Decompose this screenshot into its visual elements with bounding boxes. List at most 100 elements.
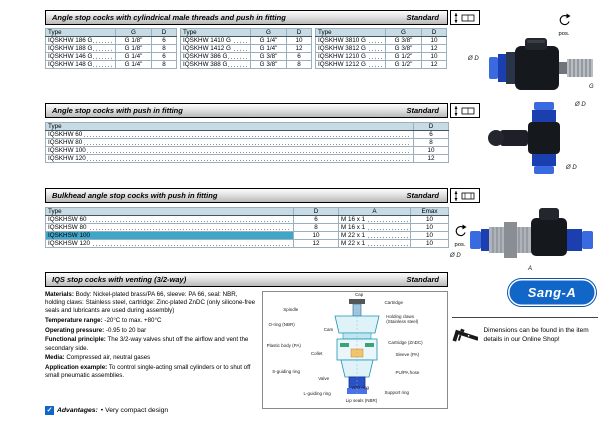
a-cell: M 22 x 1: [338, 231, 411, 240]
d-cell: 12: [413, 154, 449, 163]
column-header-d: D: [421, 28, 447, 37]
g-cell: G 1/2": [385, 60, 422, 69]
table-row: IQSKHW 186 G G 1/8" 6: [45, 36, 177, 45]
type-cell: IQSKHW 388 G: [180, 60, 251, 69]
table-row: IQSKHW 60 6: [45, 130, 449, 139]
d-cell: 8: [151, 44, 177, 53]
type-cell: IQSKHSW 60: [45, 215, 294, 224]
table-row: IQSKHW 80 8: [45, 138, 449, 147]
standard-badge: Standard: [406, 275, 439, 284]
online-shop-note: Dimensions can be found in the item deta…: [452, 321, 599, 359]
tech-drawing-icon-box: [450, 103, 480, 118]
standard-badge: Standard: [406, 106, 439, 115]
table-row: IQSKHW 100 10: [45, 146, 449, 155]
diagram-label: W/O ring: [351, 384, 370, 390]
table-row: IQSKHW 3810 G G 3/8" 10: [315, 36, 447, 45]
standard-badge: Standard: [406, 13, 439, 22]
d-cell: 8: [413, 138, 449, 147]
table-header-row: Type G D: [315, 28, 447, 37]
a-cell: M 22 x 1: [338, 239, 411, 248]
type-cell: IQSKHW 148 G: [45, 60, 116, 69]
position-indicator: pos.: [452, 224, 468, 248]
type-cell: IQSKHW 386 G: [180, 52, 251, 61]
g-cell: G 1/8": [115, 36, 152, 45]
standard-badge: Standard: [406, 191, 439, 200]
valve-cross-section-drawing: [334, 299, 380, 394]
d-cell: 12: [286, 44, 312, 53]
table-row: IQSKHW 1212 G G 1/2" 12: [315, 60, 447, 69]
d-cell: 10: [286, 36, 312, 45]
diagram-label: Spindle: [283, 307, 299, 313]
table-row: IQSKHW 1410 G G 1/4" 10: [180, 36, 312, 45]
table-row: IQSKHW 1210 G G 1/2" 10: [315, 52, 447, 61]
column-header-type: Type: [45, 122, 414, 131]
diagram-label: S-guiding ring: [272, 368, 300, 374]
type-cell: IQSKHW 1210 G: [315, 52, 386, 61]
d-cell: 8: [151, 60, 177, 69]
g-cell: G 1/4": [115, 52, 152, 61]
cross-section-diagram: Cap Cartridge Spindle O-ring (NBR) Cam H…: [262, 291, 448, 409]
d-cell: 6: [151, 36, 177, 45]
type-cell: IQSKHW 146 G: [45, 52, 116, 61]
g-cell: G 1/8": [115, 44, 152, 53]
table-header-row: Type D A Emax: [45, 207, 449, 216]
highlighted-type-cell[interactable]: IQSKHSW 100: [45, 231, 294, 240]
g-cell: G 1/4": [250, 44, 287, 53]
section4-header-bar: IQS stop cocks with venting (3/2-way) St…: [45, 272, 448, 287]
type-cell: IQSKHW 100: [45, 146, 414, 155]
column-header-type: Type: [45, 28, 116, 37]
table-row: IQSKHW 188 G G 1/8" 8: [45, 44, 177, 53]
column-header-d: D: [151, 28, 177, 37]
diagram-label: Valve: [318, 375, 330, 381]
info-line: Operating pressure: -0.95 to 20 bar: [45, 326, 147, 334]
a-cell: M 16 x 1: [338, 215, 411, 224]
g-cell: G 3/8": [385, 36, 422, 45]
section1-header-bar: Angle stop cocks with cylindrical male t…: [45, 10, 448, 25]
dimension-drawing-icon: [454, 190, 475, 201]
d-cell: 6: [151, 52, 177, 61]
caliper-icon: [452, 328, 479, 342]
product-photo-bulkhead-valve: [470, 208, 593, 258]
diagram-label: Cartridge (ZnDC): [388, 339, 423, 345]
emax-cell: 10: [410, 231, 449, 240]
d-cell: 8: [293, 223, 339, 232]
sanga-logo: Sang-A: [508, 279, 596, 306]
section-title: Angle stop cocks with push in fitting: [52, 106, 183, 115]
info-line: Temperature range: -20°C to max. +80°C: [45, 317, 162, 325]
advantages-row: ✓ Advantages: • Very compact design: [45, 406, 168, 415]
table-header-row: Type G D: [45, 28, 177, 37]
table-row: IQSKHW 146 G G 1/4" 6: [45, 52, 177, 61]
diagram-label: Cap: [355, 292, 364, 298]
section2-header-bar: Angle stop cocks with push in fitting St…: [45, 103, 448, 118]
table-row: IQSKHW 3812 G G 3/8" 12: [315, 44, 447, 53]
g-cell: G 3/8": [385, 44, 422, 53]
rotation-arrow-icon: [559, 13, 571, 26]
info-line: Media: Compressed air, neutral gases: [45, 354, 151, 362]
type-cell: IQSKHW 188 G: [45, 44, 116, 53]
diagram-label: Cartridge: [384, 300, 403, 306]
table-row: IQSKHSW 60 6 M 16 x 1 10: [45, 215, 449, 224]
tech-drawing-icon-box: [450, 10, 480, 25]
column-header-g: G: [250, 28, 287, 37]
g-cell: G 3/8": [250, 60, 287, 69]
type-cell: IQSKHSW 80: [45, 223, 294, 232]
diameter-label: Ø D: [450, 253, 461, 259]
diagram-label: Cam: [323, 326, 334, 332]
table-header-row: Type D: [45, 122, 449, 131]
threads-table-2: Type G D IQSKHW 1410 G G 1/4" 10 IQSKHW …: [180, 28, 312, 69]
column-header-g: G: [385, 28, 422, 37]
d-cell: 10: [421, 36, 447, 45]
column-header-g: G: [115, 28, 152, 37]
dimension-drawing-icon: [454, 12, 475, 23]
diagram-label: O-ring (NBR): [268, 322, 295, 328]
column-header-type: Type: [45, 207, 294, 216]
table-row: IQSKHW 388 G G 3/8" 8: [180, 60, 312, 69]
advantages-text: • Very compact design: [100, 407, 169, 414]
type-cell: IQSKHW 1410 G: [180, 36, 251, 45]
type-cell: IQSKHW 3812 G: [315, 44, 386, 53]
d-cell: 12: [421, 44, 447, 53]
pos-label: pos.: [454, 242, 466, 248]
d-cell: 10: [413, 146, 449, 155]
diameter-label: Ø D: [575, 102, 586, 108]
emax-cell: 10: [410, 215, 449, 224]
